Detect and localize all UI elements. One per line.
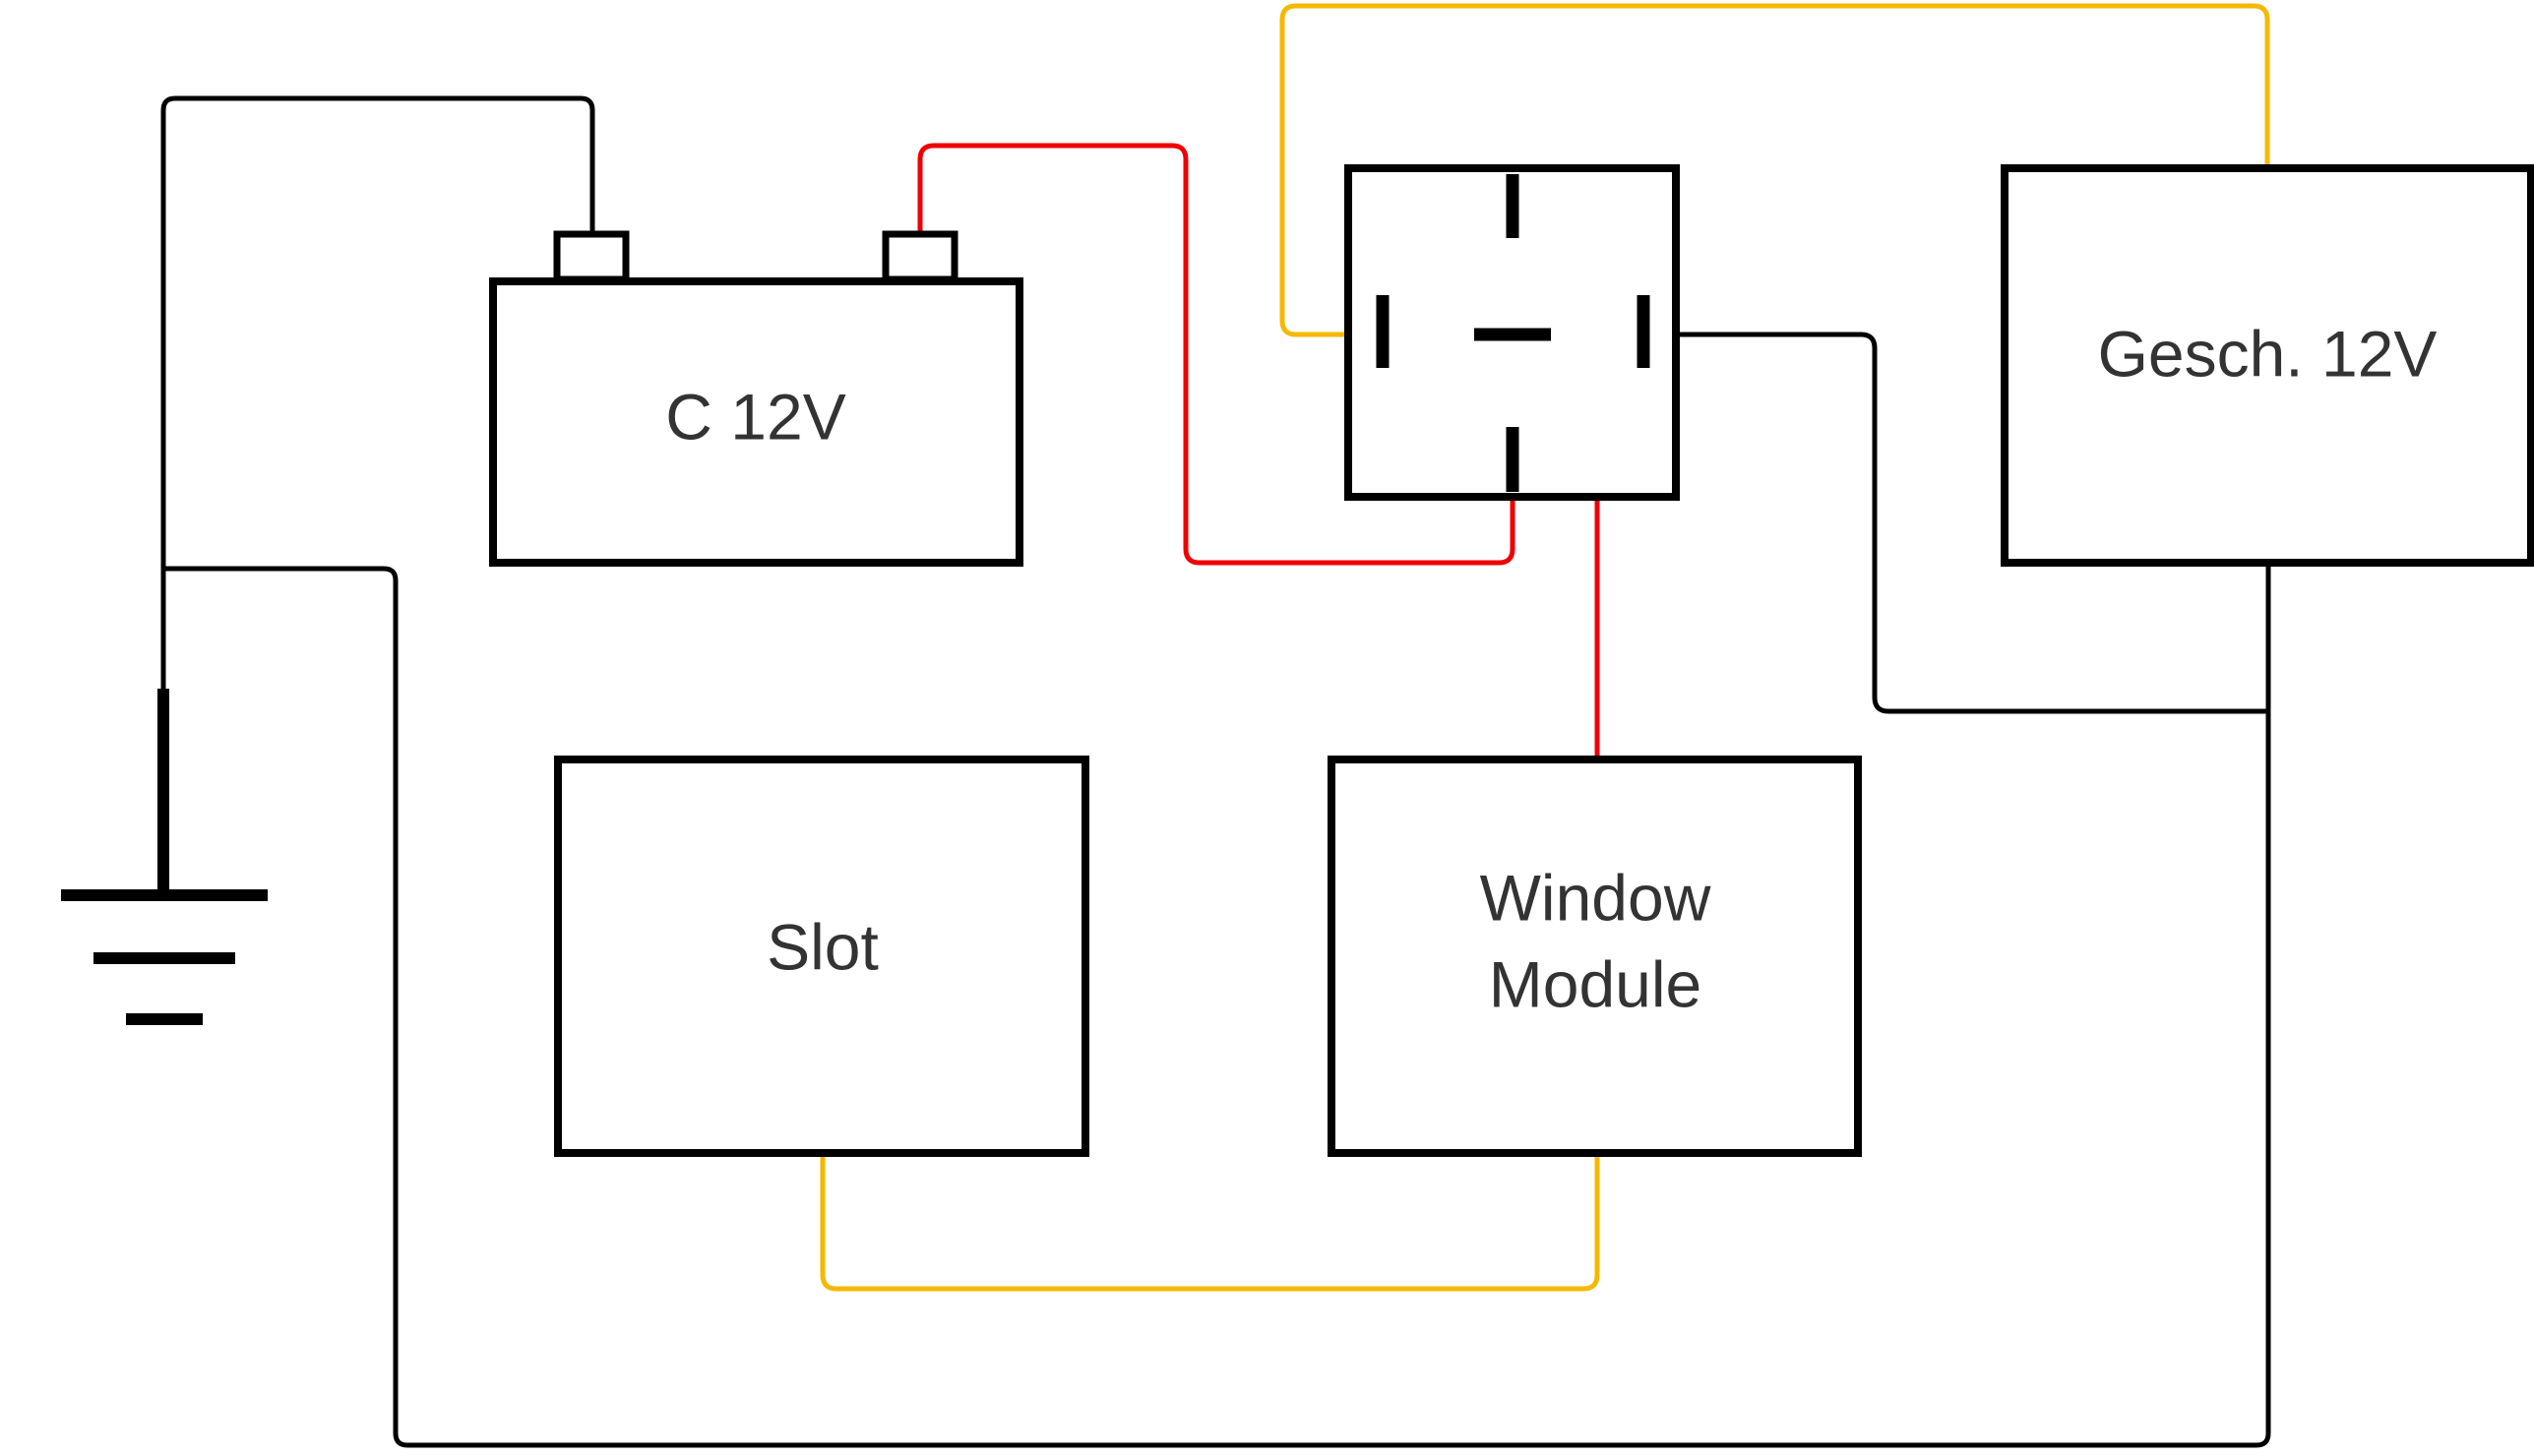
window-module-label-line2: Module [1489, 947, 1701, 1020]
battery-c-positive-terminal [882, 230, 958, 283]
relay-icon [1344, 164, 1680, 501]
red-wire-battery-to-relay [917, 143, 1515, 566]
black-wire-relay-to-gesch [1675, 332, 2271, 714]
window-module-body [1328, 756, 1862, 1157]
battery-gesch-body [2001, 164, 2534, 567]
black-wire-ground-loop [160, 95, 595, 692]
battery-gesch-label: Gesch. 12V [2098, 317, 2438, 390]
yellow-wire-slot-to-window [820, 1152, 1600, 1292]
battery-c-body [489, 277, 1023, 567]
slot-body [554, 756, 1089, 1157]
yellow-wire-relay-to-gesch [1279, 3, 2270, 337]
slot-label: Slot [767, 910, 879, 983]
battery-c-label: C 12V [665, 380, 845, 453]
slot: Slot [554, 756, 1089, 1157]
window-module: Window Module [1328, 756, 1862, 1157]
battery-c-negative-terminal [553, 230, 630, 283]
battery-c: C 12V [489, 230, 1023, 567]
ground-icon [61, 689, 268, 1025]
window-module-label-line1: Window [1480, 861, 1711, 934]
battery-gesch: Gesch. 12V [2001, 164, 2534, 567]
black-wire-bottom-loop [160, 558, 2271, 1448]
